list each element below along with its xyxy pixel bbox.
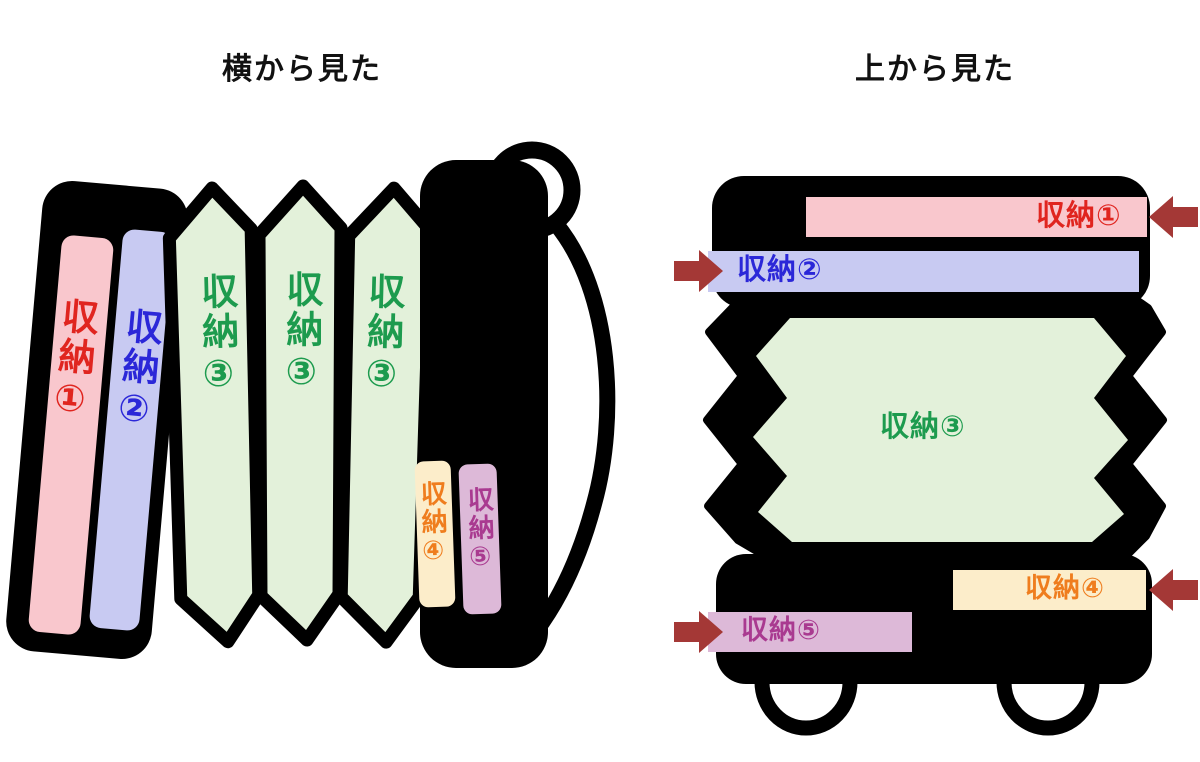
top-compartment-5-bar (708, 612, 912, 652)
side-handle-loop (483, 141, 581, 239)
side-compartment-4-strip (414, 460, 456, 608)
side-compartment-3-panel-1 (162, 181, 266, 649)
top-compartment-3-pocket (753, 318, 1128, 542)
side-compartment-3-panel-3 (334, 181, 438, 649)
top-label-compartment-3: 収納③ (880, 411, 966, 443)
side-label-compartment-4: 収納④ (416, 479, 450, 569)
side-shoulder-strap (508, 216, 616, 662)
top-compartment-1-bar (806, 197, 1147, 237)
side-label-compartment-3-second: 収納③ (280, 270, 322, 396)
side-compartment-1-strip (28, 235, 114, 635)
insert-arrow-compartment-2-icon (674, 250, 723, 292)
insert-arrow-compartment-5-icon (674, 611, 723, 653)
top-label-compartment-1: 収納① (1036, 200, 1122, 232)
side-view-diagram (6, 141, 616, 668)
insert-arrow-compartment-1-icon (1149, 196, 1198, 238)
side-compartment-2-strip (89, 229, 173, 631)
insert-arrow-compartment-4-icon (1149, 569, 1198, 611)
top-view-title: 上から見た (855, 53, 1015, 86)
top-view-diagram (674, 176, 1198, 736)
top-compartment-4-bar (953, 570, 1146, 610)
side-compartment-3-panel-2 (252, 179, 348, 647)
side-label-compartment-3-first: 収納③ (195, 271, 240, 399)
side-label-compartment-3-third: 収納③ (360, 271, 405, 399)
side-label-compartment-5: 収納⑤ (463, 485, 497, 575)
top-compartment-2-bar (708, 251, 1139, 292)
top-label-compartment-4: 収納④ (1025, 573, 1105, 603)
top-label-compartment-5: 収納⑤ (741, 615, 821, 645)
top-label-compartment-2: 収納② (737, 254, 823, 286)
side-view-title: 横から見た (222, 53, 382, 86)
side-compartment-5-strip (458, 463, 502, 615)
